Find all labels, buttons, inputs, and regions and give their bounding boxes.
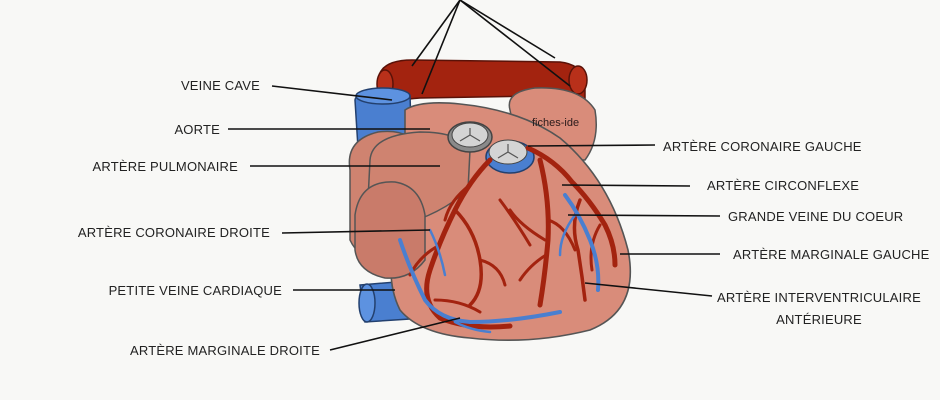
leader-interventriculaire [584,282,713,297]
leader-coronaire-droite [281,229,431,234]
label-aorte: AORTE [174,122,220,137]
label-artere-marginale-gauche: ARTÈRE MARGINALE GAUCHE [733,247,930,262]
heart-muscle [348,87,632,342]
cardiac-veins [398,193,601,334]
label-artere-interventriculaire-line1: ARTÈRE INTERVENTRICULAIRE [717,290,921,305]
leader-top-4 [459,0,556,59]
label-artere-pulmonaire: ARTÈRE PULMONAIRE [92,159,238,174]
leader-veine-cave [271,85,393,101]
leader-coronaire-gauche [527,144,656,147]
leader-marginale-droite [329,317,461,351]
label-artere-coronaire-droite: ARTÈRE CORONAIRE DROITE [77,225,270,240]
label-artere-interventriculaire: ARTÈRE INTERVENTRICULAIRE ANTÉRIEURE [712,290,926,328]
label-petite-veine-cardiaque: PETITE VEINE CARDIAQUE [108,283,282,298]
label-artere-marginale-droite: ARTÈRE MARGINALE DROITE [129,343,320,358]
watermark: fiches-ide [532,117,580,129]
label-artere-coronaire-gauche: ARTÈRE CORONAIRE GAUCHE [663,139,862,154]
label-artere-circonflexe: ARTÈRE CIRCONFLEXE [707,178,860,193]
leader-grande-veine [567,214,721,217]
label-artere-interventriculaire-line2: ANTÉRIEURE [776,312,862,327]
leader-circonflexe [561,184,691,187]
label-grande-veine-du-coeur: GRANDE VEINE DU COEUR [728,209,904,224]
label-veine-cave: VEINE CAVE [180,78,260,93]
valves [447,121,535,174]
leader-top-2 [421,0,461,95]
leader-lines [228,0,721,351]
leader-top-3 [459,0,571,87]
leader-top-1 [411,0,461,67]
